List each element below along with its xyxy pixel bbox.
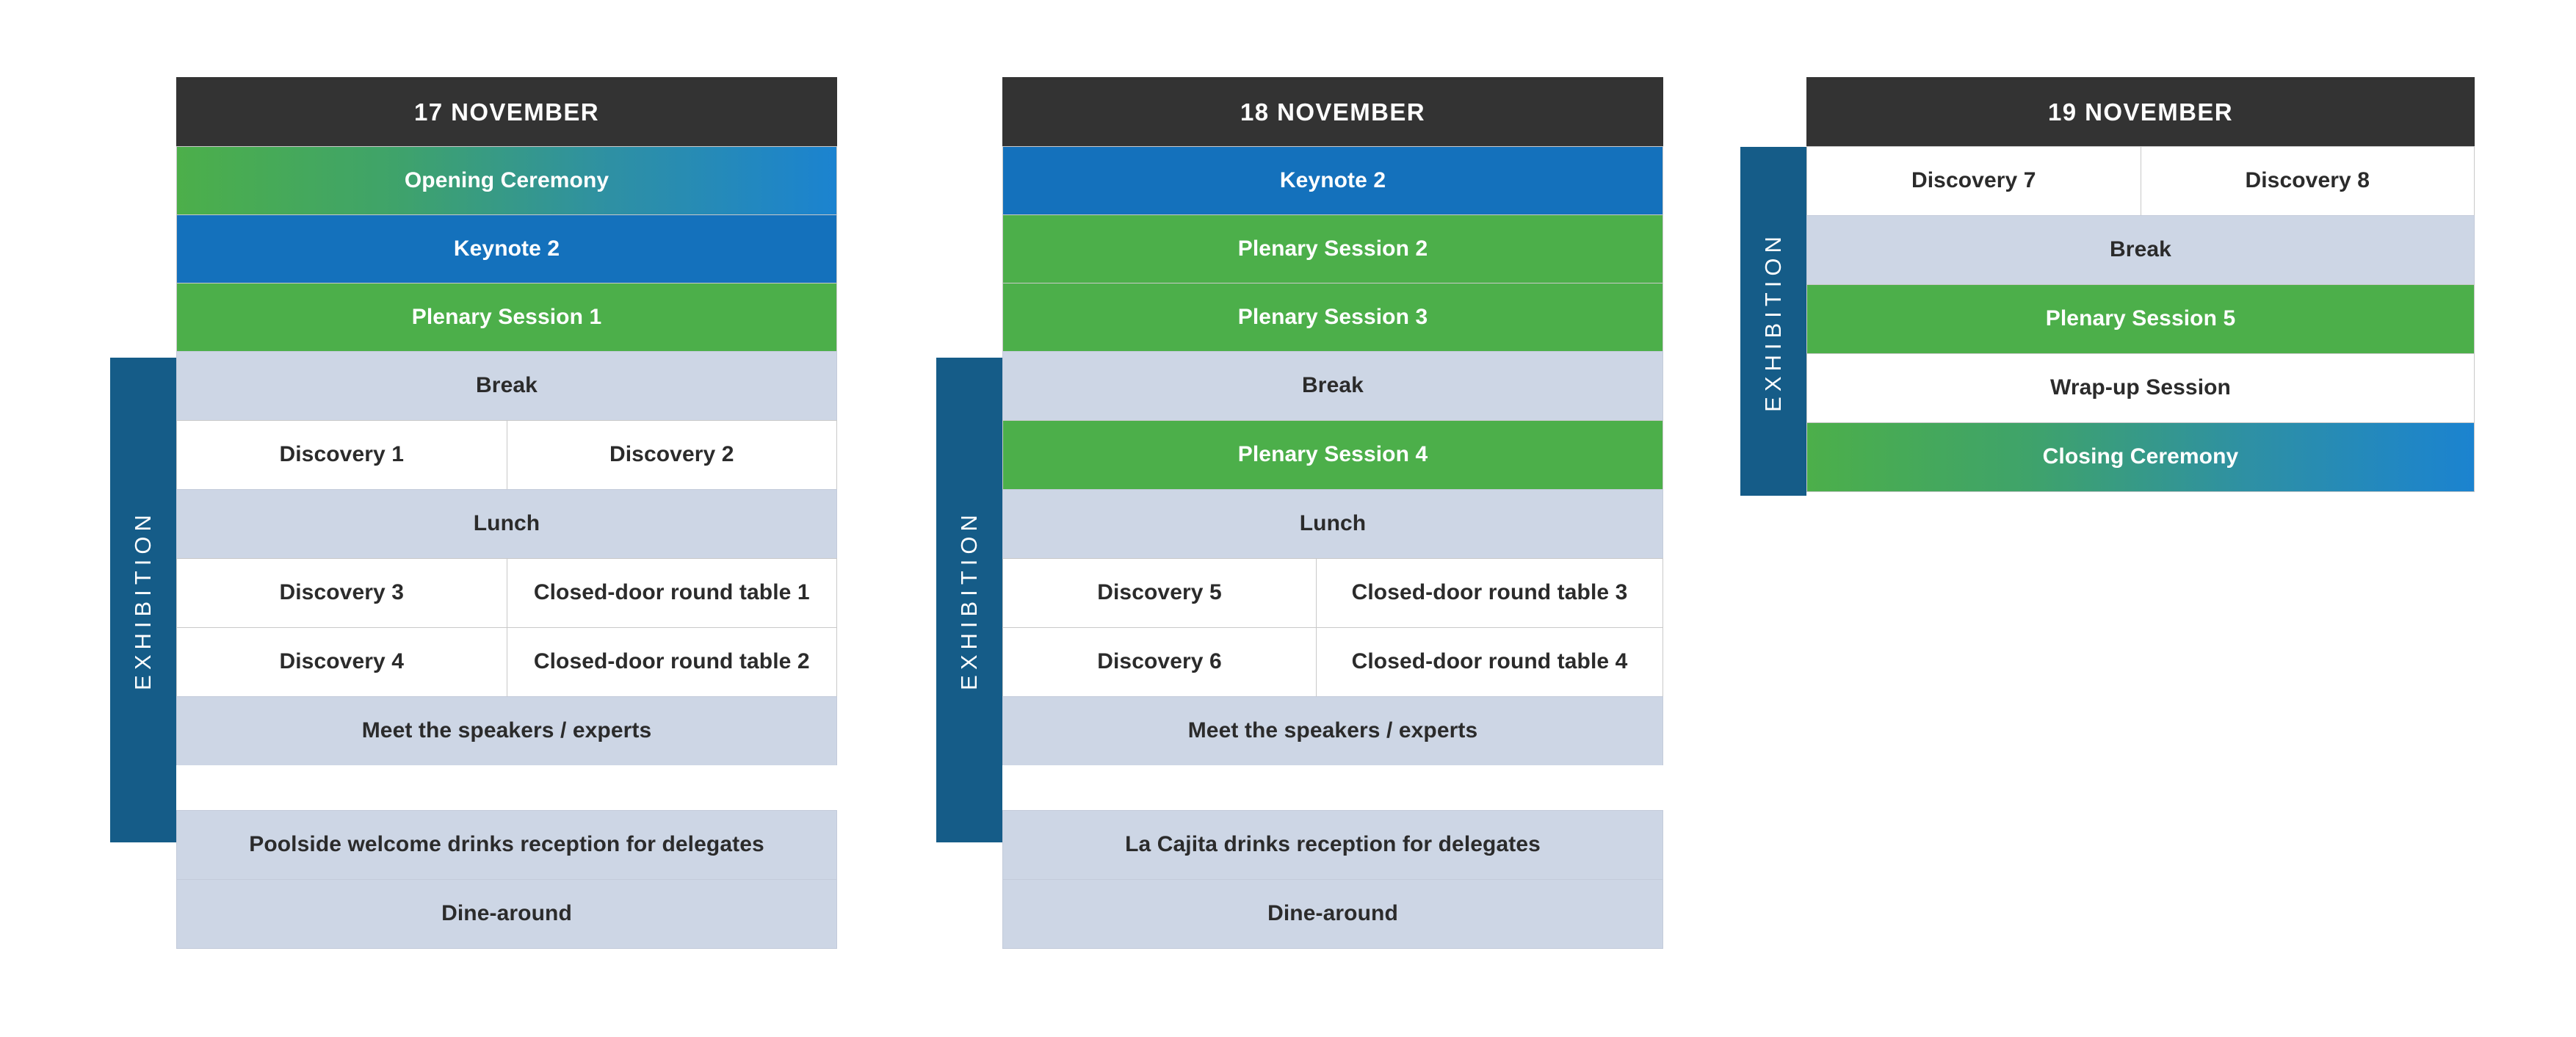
session-discovery-3[interactable]: Discovery 3 [176,558,507,628]
day-header-row: 17 NOVEMBER [176,77,837,147]
session-row: Keynote 2 [1002,146,1663,215]
session-lunch[interactable]: Lunch [1002,489,1663,559]
session-row: Break [1002,351,1663,421]
day-header-19-november: 19 NOVEMBER [1806,77,2475,147]
session-row: Plenary Session 1 [176,283,837,352]
session-discovery-4[interactable]: Discovery 4 [176,627,507,697]
session-dine-around[interactable]: Dine-around [176,879,837,949]
exhibition-label: EXHIBITION [1760,231,1787,412]
session-row: Break [1806,215,2475,285]
session-row-split: Discovery 4 Closed-door round table 2 [176,627,837,697]
session-row: Keynote 2 [176,214,837,283]
session-plenary-session-5[interactable]: Plenary Session 5 [1806,284,2475,354]
session-discovery-1[interactable]: Discovery 1 [176,420,507,490]
session-row: Plenary Session 3 [1002,283,1663,352]
session-row: Opening Ceremony [176,146,837,215]
exhibition-band-17-november: EXHIBITION [110,358,176,842]
session-row: Dine-around [176,879,837,949]
session-poolside-welcome-drinks-reception[interactable]: Poolside welcome drinks reception for de… [176,810,837,880]
session-discovery-5[interactable]: Discovery 5 [1002,558,1317,628]
session-plenary-session-4[interactable]: Plenary Session 4 [1002,420,1663,490]
session-closing-ceremony[interactable]: Closing Ceremony [1806,422,2475,492]
exhibition-label: EXHIBITION [956,510,983,690]
spacer-row [176,765,837,811]
session-closed-door-round-table-4[interactable]: Closed-door round table 4 [1316,627,1663,697]
session-la-cajita-drinks-reception[interactable]: La Cajita drinks reception for delegates [1002,810,1663,880]
session-closed-door-round-table-1[interactable]: Closed-door round table 1 [506,558,837,628]
session-row: Break [176,351,837,421]
session-row: Dine-around [1002,879,1663,949]
session-discovery-6[interactable]: Discovery 6 [1002,627,1317,697]
session-row: Plenary Session 5 [1806,284,2475,354]
session-break[interactable]: Break [176,351,837,421]
session-plenary-session-2[interactable]: Plenary Session 2 [1002,214,1663,283]
session-row: Plenary Session 4 [1002,420,1663,490]
session-discovery-2[interactable]: Discovery 2 [506,420,837,490]
day-column-18-november: EXHIBITION 18 NOVEMBER Keynote 2 Plenary… [936,77,1663,958]
session-row-split: Discovery 1 Discovery 2 [176,420,837,490]
session-dine-around[interactable]: Dine-around [1002,879,1663,949]
session-closed-door-round-table-2[interactable]: Closed-door round table 2 [506,627,837,697]
day-header-18-november: 18 NOVEMBER [1002,77,1663,147]
session-discovery-7[interactable]: Discovery 7 [1806,146,2141,216]
session-wrap-up-session[interactable]: Wrap-up Session [1806,353,2475,423]
session-keynote-2[interactable]: Keynote 2 [176,214,837,283]
session-row: Poolside welcome drinks reception for de… [176,810,837,880]
session-row-split: Discovery 7 Discovery 8 [1806,146,2475,216]
spacer-cell [176,765,837,811]
session-row-split: Discovery 3 Closed-door round table 1 [176,558,837,628]
session-plenary-session-1[interactable]: Plenary Session 1 [176,283,837,352]
spacer-cell [1002,765,1663,811]
exhibition-band-18-november: EXHIBITION [936,358,1002,842]
session-break[interactable]: Break [1002,351,1663,421]
session-row-split: Discovery 5 Closed-door round table 3 [1002,558,1663,628]
session-row: Wrap-up Session [1806,353,2475,423]
session-plenary-session-3[interactable]: Plenary Session 3 [1002,283,1663,352]
session-row: Meet the speakers / experts [176,696,837,766]
session-break[interactable]: Break [1806,215,2475,285]
day-column-17-november: EXHIBITION 17 NOVEMBER Opening Ceremony … [110,77,837,958]
schedule-grid-17-november: 17 NOVEMBER Opening Ceremony Keynote 2 P… [176,77,837,949]
session-closed-door-round-table-3[interactable]: Closed-door round table 3 [1316,558,1663,628]
session-keynote-2[interactable]: Keynote 2 [1002,146,1663,215]
session-opening-ceremony[interactable]: Opening Ceremony [176,146,837,215]
session-row: Lunch [176,489,837,559]
session-row: La Cajita drinks reception for delegates [1002,810,1663,880]
session-meet-the-speakers[interactable]: Meet the speakers / experts [1002,696,1663,766]
day-header-17-november: 17 NOVEMBER [176,77,837,147]
day-header-row: 18 NOVEMBER [1002,77,1663,147]
session-row: Lunch [1002,489,1663,559]
session-discovery-8[interactable]: Discovery 8 [2140,146,2475,216]
session-row: Closing Ceremony [1806,422,2475,492]
exhibition-label: EXHIBITION [130,510,156,690]
session-lunch[interactable]: Lunch [176,489,837,559]
schedule-grid-19-november: 19 NOVEMBER Discovery 7 Discovery 8 Brea… [1806,77,2475,492]
schedule-grid-18-november: 18 NOVEMBER Keynote 2 Plenary Session 2 … [1002,77,1663,949]
session-row: Meet the speakers / experts [1002,696,1663,766]
day-header-row: 19 NOVEMBER [1806,77,2475,147]
session-row: Plenary Session 2 [1002,214,1663,283]
spacer-row [1002,765,1663,811]
day-column-19-november: EXHIBITION 19 NOVEMBER Discovery 7 Disco… [1740,77,2475,518]
session-meet-the-speakers[interactable]: Meet the speakers / experts [176,696,837,766]
exhibition-band-19-november: EXHIBITION [1740,147,1806,496]
session-row-split: Discovery 6 Closed-door round table 4 [1002,627,1663,697]
